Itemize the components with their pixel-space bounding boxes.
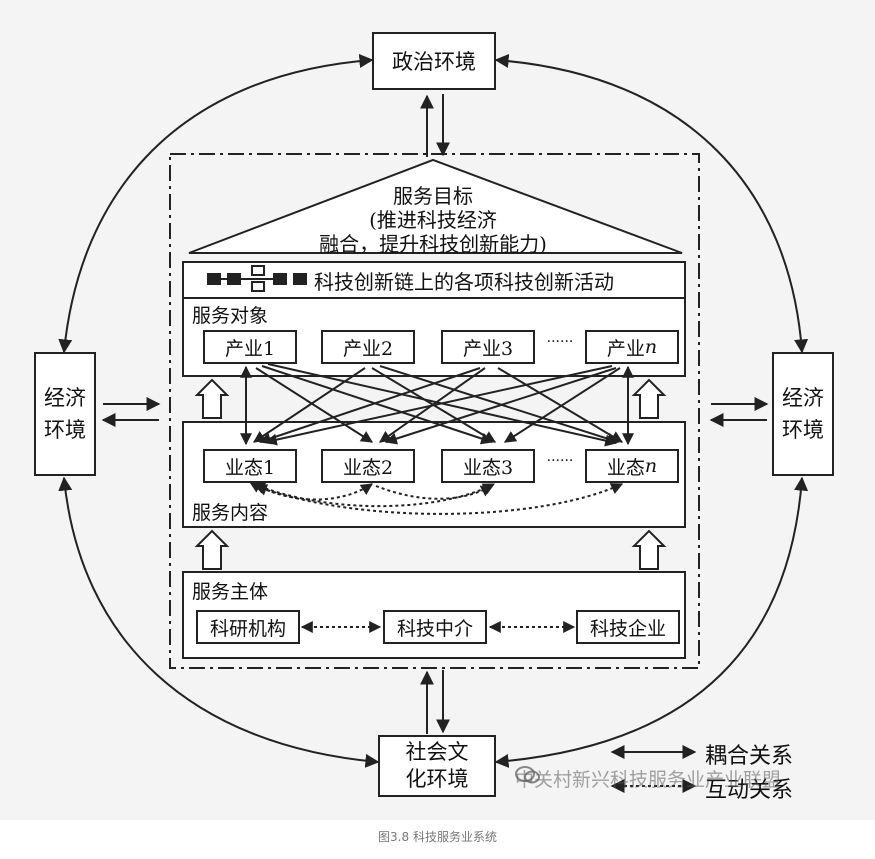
interaction-arrows (101, 94, 769, 734)
political-environment-box: 政治环境 (372, 32, 496, 90)
industry-3-label: 产业3 (462, 337, 514, 360)
tech-enterprise-label: 科技企业 (589, 617, 666, 640)
format-2-box: 业态2 (321, 449, 415, 483)
legend-interaction-label: 互动关系 (705, 778, 794, 803)
diagram-lines (58, 53, 809, 793)
tech-intermediary-box: 科技中介 (383, 610, 487, 644)
format-1-box: 业态1 (203, 449, 297, 483)
service-subjects-title: 服务主体 (192, 581, 269, 603)
industry-2-label: 产业2 (342, 337, 394, 360)
hollow-up-arrows (194, 378, 667, 570)
goal-line3: 融合，提升科技创新能力) (319, 232, 547, 256)
social-cultural-environment-box: 社会文 化环境 (378, 735, 496, 797)
tech-enterprise-box: 科技企业 (576, 610, 680, 644)
format-n-label: 业态 (606, 456, 645, 479)
watermark: 中关村新兴科技服务业产业联盟 (515, 765, 781, 792)
industry-ellipsis: ······ (546, 334, 574, 350)
goal-title: 服务目标 (393, 184, 473, 208)
research-institution-label: 科研机构 (209, 617, 286, 640)
research-institution-box: 科研机构 (196, 610, 300, 644)
system-boundary (169, 153, 700, 669)
economic-right-line1: 经济 (782, 386, 824, 410)
economic-left-line2: 环境 (44, 418, 86, 442)
innovation-chain-icon (207, 265, 307, 292)
outer-coupling-arcs (58, 53, 809, 768)
political-environment-label: 政治环境 (392, 50, 476, 74)
format-3-box: 业态3 (441, 449, 535, 483)
industry-n-suffix: n (644, 336, 658, 358)
tech-intermediary-label: 科技中介 (396, 617, 473, 640)
economic-environment-left-box: 经济 环境 (34, 352, 96, 476)
innovation-chain-label: 科技创新链上的各项科技创新活动 (314, 270, 614, 294)
industry-format-links (240, 363, 634, 447)
goal-triangle (188, 158, 683, 254)
industry-1-box: 产业1 (203, 330, 297, 364)
watermark-text: 中关村新兴科技服务业产业联盟 (515, 769, 782, 791)
format-1-label: 业态1 (224, 456, 276, 479)
economic-right-line2: 环境 (782, 418, 824, 442)
industry-2-box: 产业2 (321, 330, 415, 364)
goal-line2: (推进科技经济 (369, 208, 497, 232)
format-ellipsis: ······ (546, 453, 574, 469)
format-2-label: 业态2 (342, 456, 394, 479)
format-n-suffix: n (644, 455, 658, 477)
industry-3-box: 产业3 (441, 330, 535, 364)
diagram-figure: 政治环境 经济 环境 经济 环境 社会文 化环境 服务目标 (推进科技经济 融合… (0, 0, 875, 820)
economic-left-line1: 经济 (44, 386, 86, 410)
social-line1: 社会文 (405, 740, 469, 764)
service-objects-title: 服务对象 (192, 305, 269, 327)
legend-arrows (610, 745, 697, 793)
format-interaction-arcs (248, 481, 624, 515)
social-line2: 化环境 (405, 767, 469, 791)
legend-coupling-label: 耦合关系 (705, 744, 794, 769)
service-content-title: 服务内容 (192, 502, 269, 524)
format-3-label: 业态3 (462, 456, 514, 479)
figure-caption: 图3.8 科技服务业系统 (378, 830, 497, 844)
wechat-icon (515, 766, 540, 784)
economic-environment-right-box: 经济 环境 (772, 352, 834, 476)
industry-1-label: 产业1 (224, 337, 276, 360)
industry-n-label: 产业 (606, 337, 645, 360)
